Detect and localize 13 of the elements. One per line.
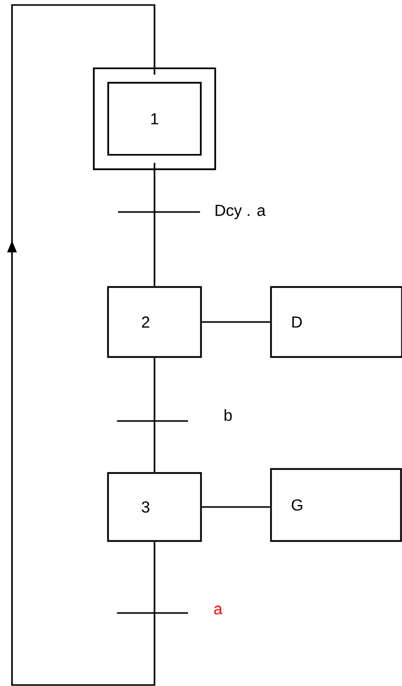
initial-step-box: 1 xyxy=(92,67,216,170)
step-box: 3 xyxy=(107,472,202,542)
transition-condition: Dcy . a xyxy=(216,204,266,220)
transition-condition: a xyxy=(214,606,222,614)
connector-line xyxy=(154,162,156,286)
connector-line xyxy=(154,358,156,472)
step-box: 2 xyxy=(107,286,202,358)
action-box: G xyxy=(270,468,402,542)
connector-line xyxy=(202,506,270,508)
transition-condition: b xyxy=(224,409,232,421)
connector-line xyxy=(202,321,270,323)
connector-line xyxy=(7,4,156,686)
action-box: D xyxy=(270,286,402,358)
